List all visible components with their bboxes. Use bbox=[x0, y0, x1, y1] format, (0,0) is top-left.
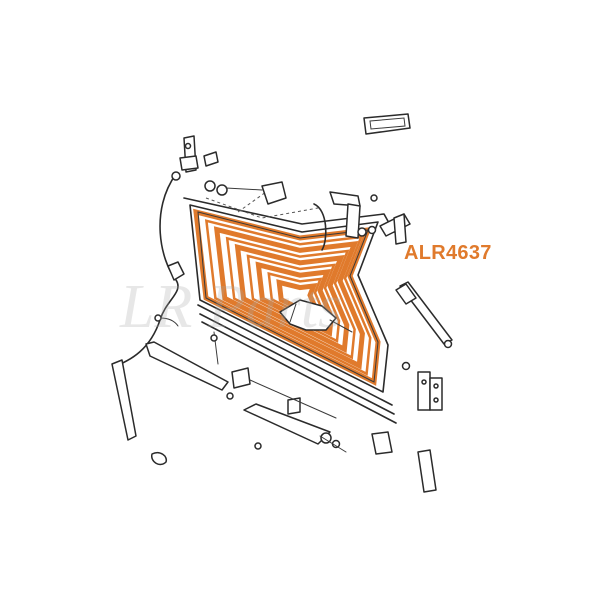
glass-band bbox=[267, 271, 325, 327]
lower-seal-strip bbox=[145, 341, 229, 391]
latch-mechanism bbox=[210, 331, 347, 453]
glass-band bbox=[213, 226, 365, 370]
seal-tube bbox=[313, 203, 327, 251]
left-trim-strip bbox=[111, 359, 137, 441]
glass-panel-highlight bbox=[189, 204, 389, 393]
glass-band bbox=[255, 261, 334, 337]
glass-band bbox=[225, 236, 356, 360]
fastener-set-top bbox=[203, 151, 287, 205]
part-number-label: ALR4637 bbox=[404, 242, 492, 264]
glass-band bbox=[234, 243, 350, 354]
upper-hinge bbox=[179, 135, 199, 173]
bottom-grommet bbox=[151, 451, 168, 466]
striker-bracket bbox=[329, 191, 411, 245]
lock-barrel bbox=[371, 431, 393, 455]
rear-light-lens bbox=[363, 113, 411, 135]
glass-band bbox=[246, 254, 341, 343]
glass-band bbox=[276, 279, 319, 321]
glass-band bbox=[204, 219, 372, 376]
watermark-text: LR Parts bbox=[120, 273, 343, 341]
gas-strut bbox=[395, 281, 453, 349]
lower-hinge-right bbox=[401, 361, 443, 411]
lower-rail-strip bbox=[243, 403, 331, 445]
washer-hose bbox=[117, 173, 179, 366]
lower-trim-piece bbox=[417, 449, 437, 493]
latch-cutout bbox=[279, 299, 337, 331]
